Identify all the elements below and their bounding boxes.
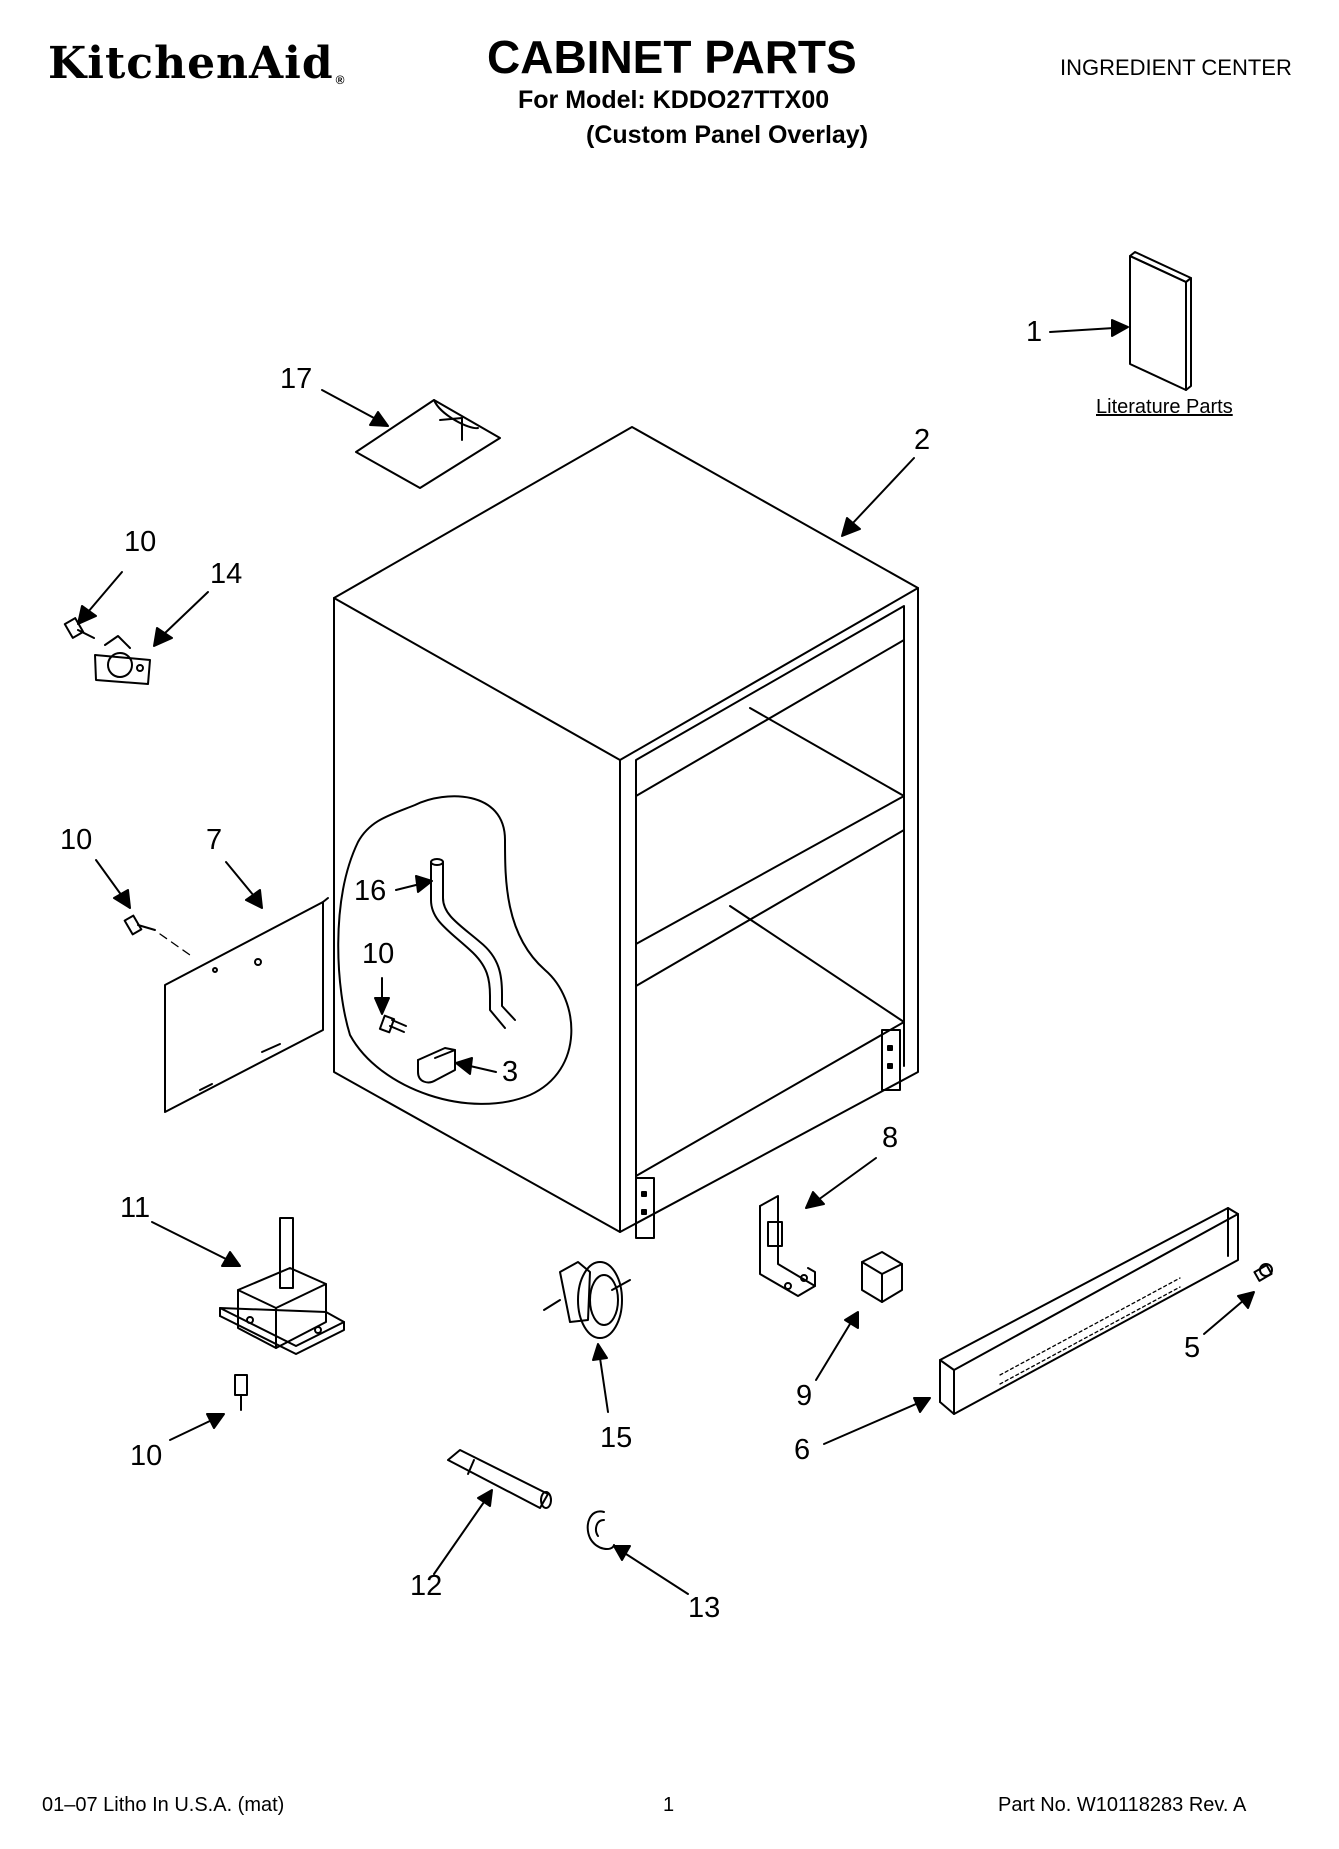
callout-8: 8	[882, 1122, 899, 1154]
pin-drawing	[447, 1449, 552, 1509]
plastic-clip-drawing	[861, 1251, 903, 1303]
brand-logo: KitchenAid®	[48, 42, 346, 87]
e-ring-drawing	[586, 1510, 615, 1551]
callout-3: 3	[502, 1056, 519, 1088]
cabinet-drawing	[333, 426, 919, 1239]
section-name: INGREDIENT CENTER	[1060, 55, 1292, 80]
callout-10-panel: 10	[60, 824, 93, 856]
callout-14: 14	[210, 558, 243, 590]
callout-10-bubble: 10	[362, 938, 395, 970]
brand-name: KitchenAid	[48, 38, 334, 89]
toe-grille-drawing	[939, 1207, 1239, 1415]
callout-15: 15	[600, 1422, 633, 1454]
registered-mark: ®	[335, 73, 346, 87]
callout-16: 16	[354, 875, 387, 907]
footer-part-number: Part No. W10118283 Rev. A	[998, 1794, 1247, 1816]
clip-drawing	[417, 1047, 456, 1084]
callout-17: 17	[280, 363, 313, 395]
page-title: CABINET PARTS	[487, 31, 857, 83]
callout-5: 5	[1184, 1332, 1201, 1364]
callout-11: 11	[120, 1192, 151, 1224]
callout-6: 6	[794, 1434, 811, 1466]
drain-tube-drawing	[430, 858, 516, 1029]
callout-1: 1	[1026, 316, 1043, 348]
callout-13: 13	[688, 1592, 721, 1624]
callout-7: 7	[206, 824, 223, 856]
literature-parts-label: Literature Parts	[1096, 396, 1233, 418]
callout-10-hinge: 10	[124, 526, 157, 558]
footer-print-info: 01–07 Litho In U.S.A. (mat)	[42, 1794, 285, 1816]
model-number: For Model: KDDO27TTX00	[518, 86, 830, 114]
literature-booklet-drawing	[1129, 251, 1192, 391]
leader-arrows	[77, 319, 1255, 1595]
footer-page-number: 1	[663, 1794, 675, 1816]
grille-screw-drawing	[1253, 1263, 1273, 1282]
hinge-bracket-drawing	[63, 617, 151, 685]
callout-9: 9	[796, 1380, 813, 1412]
roller-drawing	[543, 1261, 631, 1339]
side-panel-drawing	[123, 897, 329, 1113]
leveling-leg-drawing	[219, 1217, 345, 1411]
pad-drawing	[355, 399, 501, 489]
screw-drawing-bubble	[378, 1014, 407, 1034]
bracket-drawing	[759, 1195, 816, 1297]
page-subtitle: (Custom Panel Overlay)	[586, 121, 869, 149]
callout-12: 12	[410, 1570, 443, 1602]
callout-2: 2	[914, 424, 931, 456]
callout-10-leg: 10	[130, 1440, 163, 1472]
